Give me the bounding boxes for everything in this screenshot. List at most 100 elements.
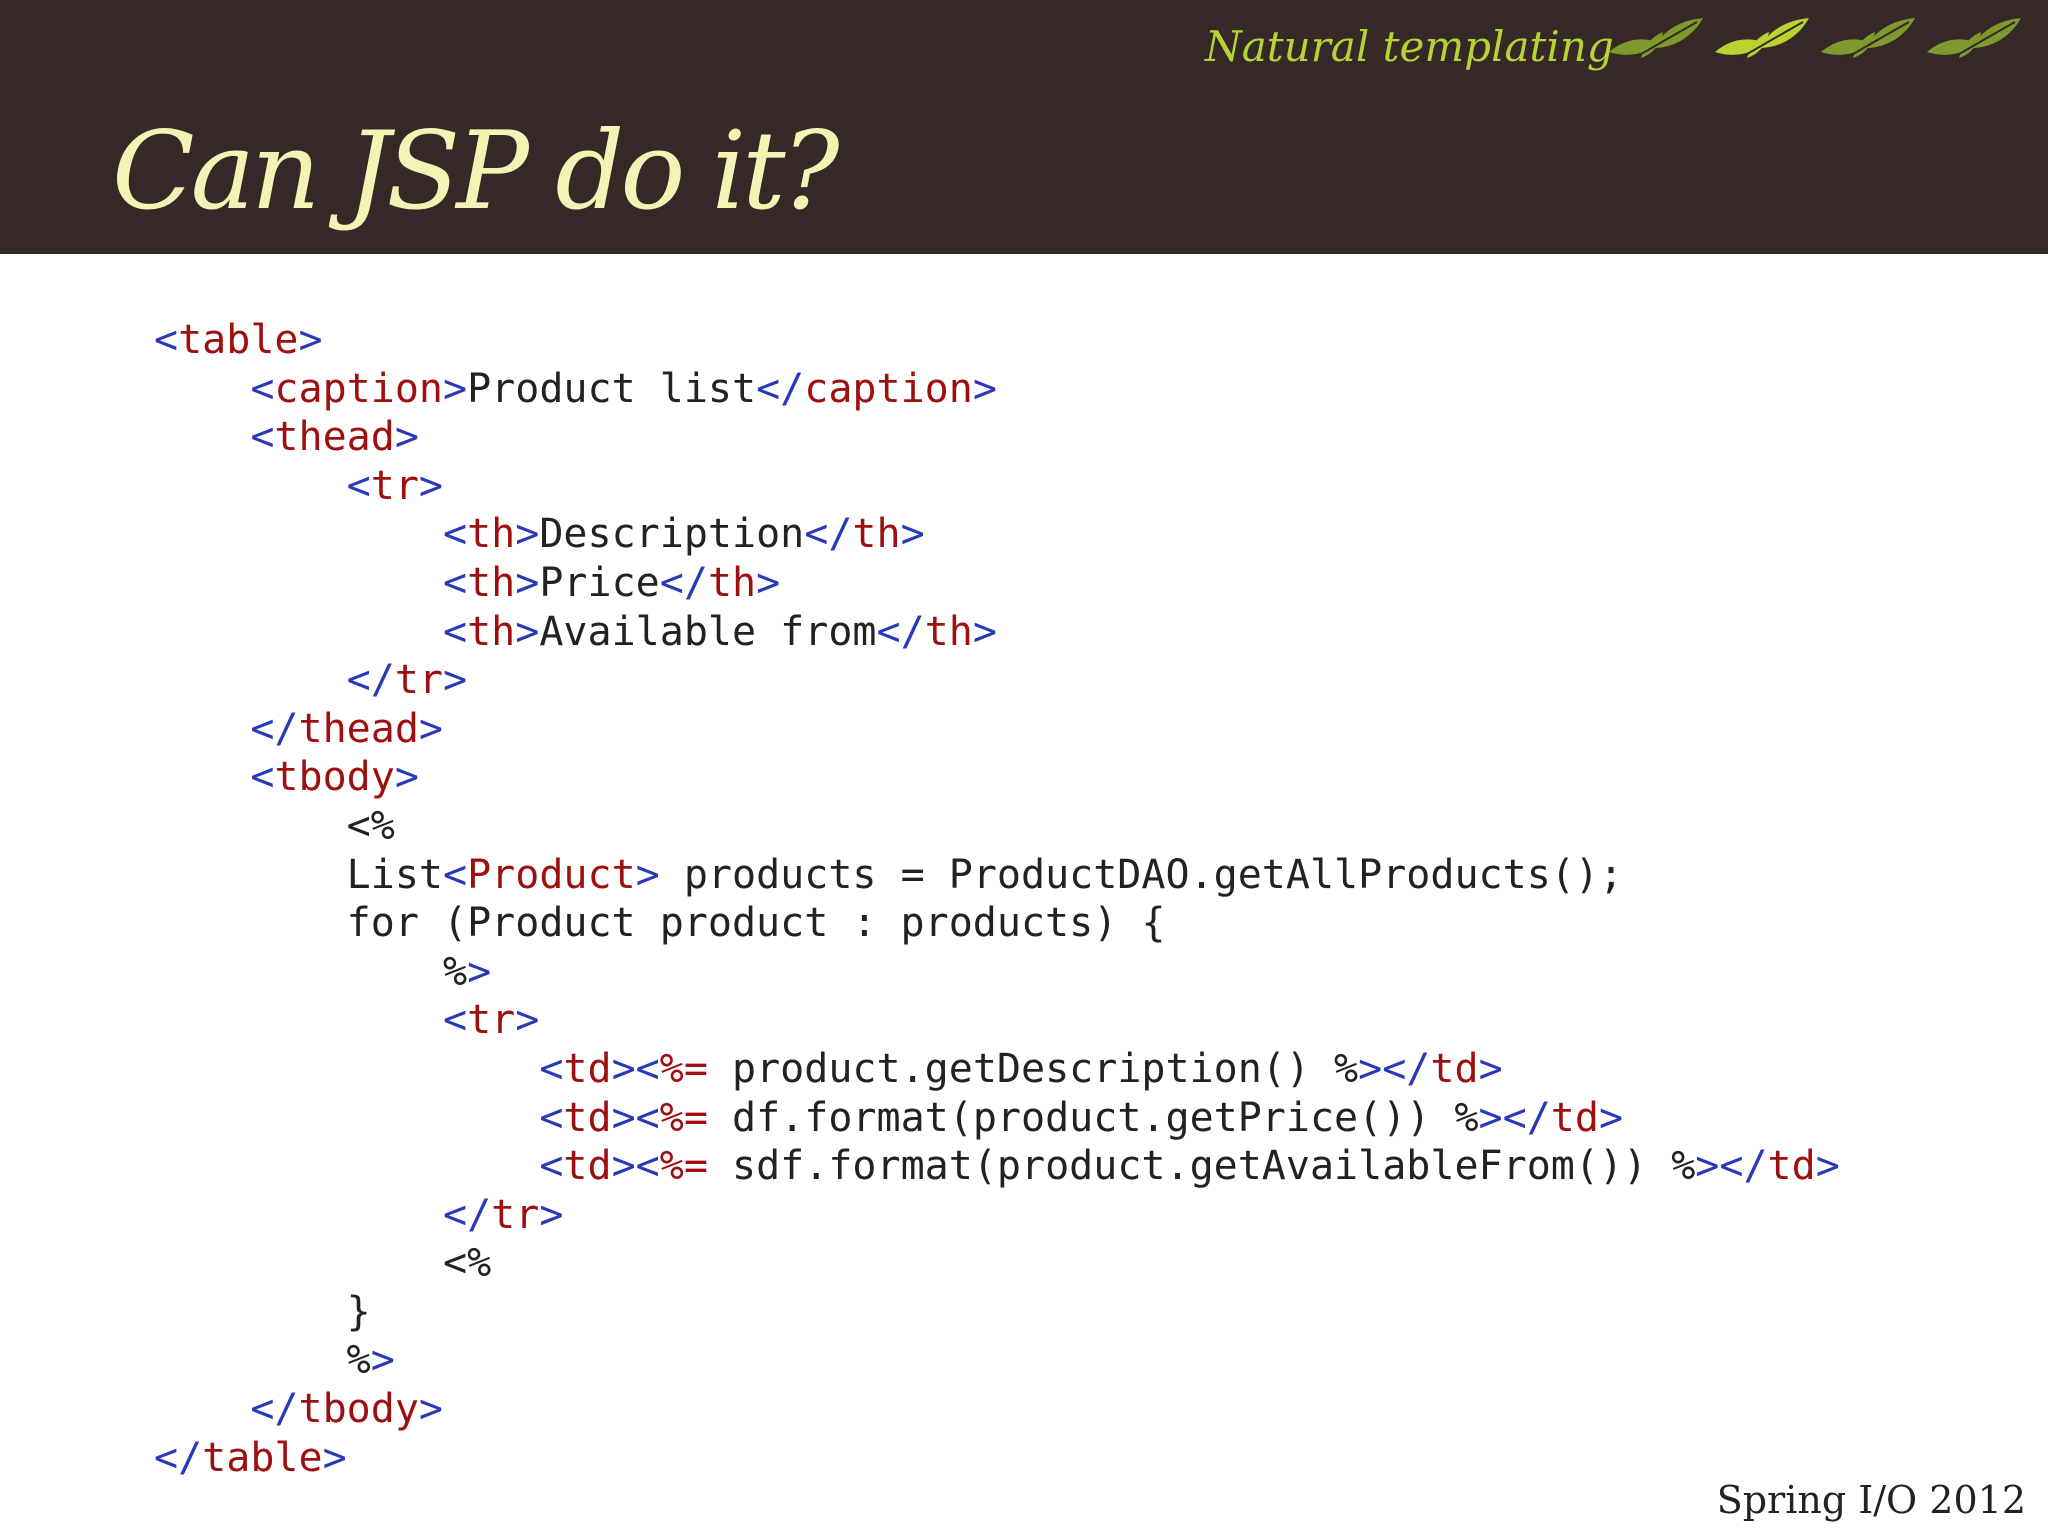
code-text: [154, 997, 443, 1043]
code-punctuation: </: [756, 365, 805, 412]
code-tag-name: th: [467, 559, 516, 606]
code-text: sdf.format(product.getAvailableFrom()) %: [707, 1143, 1696, 1190]
code-punctuation: >: [370, 1337, 395, 1384]
code-punctuation: ></: [1478, 1094, 1551, 1141]
code-tag-name: tr: [394, 657, 443, 704]
code-punctuation: >: [756, 559, 781, 606]
code-tag-name: table: [202, 1434, 323, 1481]
code-line: </tr>: [154, 656, 1840, 705]
code-line: for (Product product : products) {: [154, 899, 1840, 948]
code-punctuation: <: [154, 317, 179, 363]
code-text: [154, 511, 443, 557]
code-tag-name: Product: [467, 851, 636, 898]
code-text: [154, 706, 250, 752]
code-punctuation: <: [442, 559, 468, 606]
code-punctuation: <: [539, 1143, 564, 1190]
code-punctuation: <: [442, 608, 468, 655]
code-punctuation: >: [1478, 1045, 1503, 1092]
code-punctuation: >: [322, 1434, 347, 1481]
code-punctuation: >: [539, 1191, 564, 1238]
code-punctuation: <: [442, 851, 468, 898]
code-text: Description: [539, 511, 805, 558]
code-line: <table>: [154, 316, 1840, 365]
code-punctuation: </: [346, 657, 395, 704]
code-tag-name: td: [563, 1094, 612, 1141]
code-text: [154, 1046, 539, 1092]
slide-title: Can JSP do it?: [112, 109, 840, 234]
leaf-sprig-icon: [1927, 18, 2021, 63]
code-tag-name: %=: [659, 1094, 708, 1141]
code-tag-name: tbody: [298, 1386, 419, 1433]
code-punctuation: >: [1598, 1094, 1624, 1141]
code-text: for (Product product : products) {: [154, 900, 1166, 947]
code-text: product.getDescription() %: [707, 1045, 1359, 1092]
code-punctuation: </: [250, 1386, 299, 1433]
code-tag-name: caption: [274, 365, 443, 412]
code-punctuation: <: [346, 462, 371, 509]
leaf-sprig-icon: [1821, 18, 1915, 63]
code-punctuation: </: [154, 1434, 203, 1481]
code-line: </thead>: [154, 705, 1840, 754]
code-tag-name: th: [467, 511, 516, 558]
code-tag-name: th: [707, 559, 757, 606]
leaf-sprig-icon: [1609, 18, 1703, 63]
code-line: <th>Price</th>: [154, 559, 1840, 608]
code-line: }: [154, 1288, 1840, 1337]
code-tag-name: td: [563, 1143, 612, 1190]
code-punctuation: <: [442, 511, 468, 558]
code-line: </tbody>: [154, 1385, 1840, 1434]
code-text: [154, 1095, 539, 1141]
code-text: [154, 560, 443, 606]
code-line: <th>Description</th>: [154, 510, 1840, 559]
code-tag-name: td: [1430, 1045, 1479, 1092]
code-line: <thead>: [154, 413, 1840, 462]
code-punctuation: </: [442, 1191, 492, 1238]
code-text: %: [154, 948, 468, 995]
code-tag-name: %=: [659, 1045, 708, 1092]
code-text: [154, 463, 347, 509]
code-line: <caption>Product list</caption>: [154, 365, 1840, 414]
code-tag-name: tbody: [274, 754, 395, 801]
code-line: <tbody>: [154, 753, 1840, 802]
code-tag-name: tr: [370, 462, 419, 509]
code-text: Price: [539, 559, 660, 606]
code-line: <%: [154, 1239, 1840, 1288]
code-line: <%: [154, 802, 1840, 851]
code-line: List<Product> products = ProductDAO.getA…: [154, 851, 1840, 900]
code-line: <td><%= product.getDescription() %></td>: [154, 1045, 1840, 1094]
code-punctuation: </: [804, 511, 853, 558]
code-punctuation: <: [250, 414, 275, 461]
code-punctuation: >: [1815, 1143, 1840, 1190]
code-punctuation: ><: [611, 1045, 660, 1092]
code-text: }: [154, 1288, 371, 1335]
section-title: Natural templating: [1205, 22, 1614, 71]
code-tag-name: th: [924, 608, 973, 655]
code-punctuation: >: [635, 851, 660, 898]
code-listing: <table> <caption>Product list</caption> …: [154, 316, 1840, 1482]
code-text: [154, 1192, 443, 1238]
code-punctuation: >: [972, 365, 997, 412]
code-text: [154, 1386, 250, 1432]
code-punctuation: >: [515, 608, 540, 655]
code-line: %>: [154, 1336, 1840, 1385]
code-punctuation: </: [876, 608, 925, 655]
code-tag-name: tr: [467, 997, 516, 1044]
code-tag-name: caption: [804, 365, 973, 412]
code-punctuation: >: [418, 705, 444, 752]
code-tag-name: %=: [659, 1143, 708, 1190]
code-punctuation: </: [659, 559, 708, 606]
code-punctuation: <: [539, 1094, 564, 1141]
code-text: df.format(product.getPrice()) %: [707, 1094, 1479, 1141]
code-text: products = ProductDAO.getAllProducts();: [659, 851, 1624, 898]
code-punctuation: >: [418, 462, 444, 509]
code-punctuation: ></: [1358, 1045, 1431, 1092]
leaf-decoration: [1609, 18, 2021, 63]
code-text: <%: [154, 802, 395, 849]
code-punctuation: >: [467, 948, 492, 995]
code-punctuation: >: [443, 657, 468, 704]
code-line: </tr>: [154, 1191, 1840, 1240]
code-text: [154, 609, 443, 655]
code-line: <td><%= sdf.format(product.getAvailableF…: [154, 1142, 1840, 1191]
code-punctuation: ></: [1695, 1143, 1768, 1190]
